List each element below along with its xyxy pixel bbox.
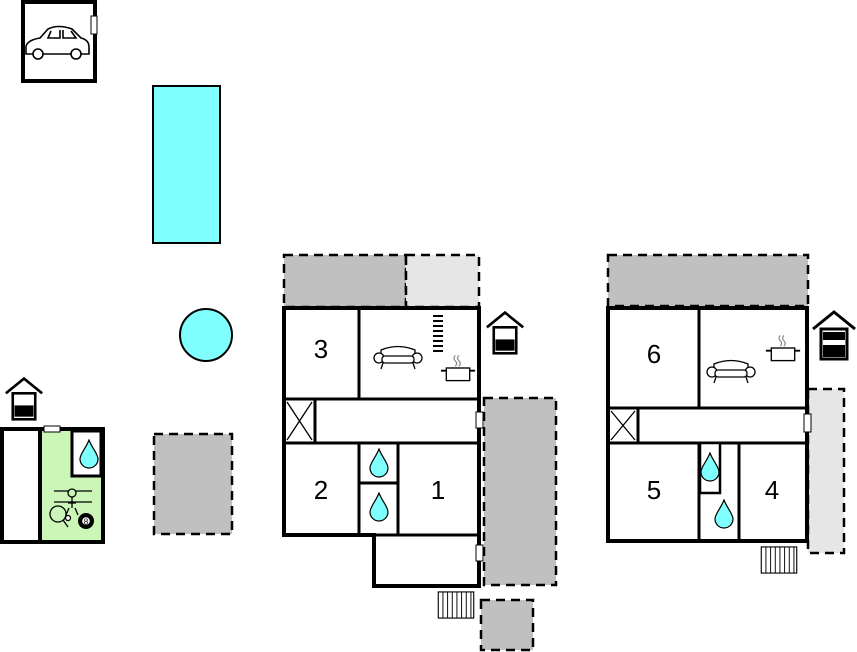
whirlpool xyxy=(179,308,233,362)
room-6-label: 6 xyxy=(647,339,661,369)
door-a-bottom xyxy=(475,544,484,562)
house-a xyxy=(282,306,481,588)
terrace-left xyxy=(152,432,234,536)
swimming-pool xyxy=(152,85,221,244)
terrace-b-top xyxy=(606,253,810,308)
table-football-icon xyxy=(54,488,92,516)
room-1-label: 1 xyxy=(431,475,445,505)
house-b xyxy=(606,306,809,543)
room-2-label: 2 xyxy=(314,475,328,505)
radiator-icon xyxy=(437,591,475,619)
billiard-ball-icon: 8 xyxy=(78,513,94,529)
closet-icon xyxy=(610,410,636,441)
terrace-a-top-light xyxy=(404,253,481,309)
stairs-icon xyxy=(433,315,443,352)
terrace-a-right xyxy=(482,396,558,587)
terrace-b-right xyxy=(806,387,846,555)
door-b-right xyxy=(803,413,812,433)
room-4-label: 4 xyxy=(765,475,779,505)
car-icon xyxy=(25,25,90,60)
room-5-label: 5 xyxy=(647,475,661,505)
house-icon xyxy=(811,310,857,361)
room-3-label: 3 xyxy=(314,334,328,364)
terrace-a-top xyxy=(282,253,408,309)
house-icon xyxy=(485,311,525,355)
door-a-right xyxy=(475,411,484,429)
terrace-a-bottom xyxy=(479,598,535,652)
house-icon xyxy=(4,377,44,421)
billiard-ball-number: 8 xyxy=(84,518,89,527)
closet-icon xyxy=(286,401,313,441)
radiator-icon xyxy=(760,546,798,574)
table-tennis-icon xyxy=(49,505,72,528)
